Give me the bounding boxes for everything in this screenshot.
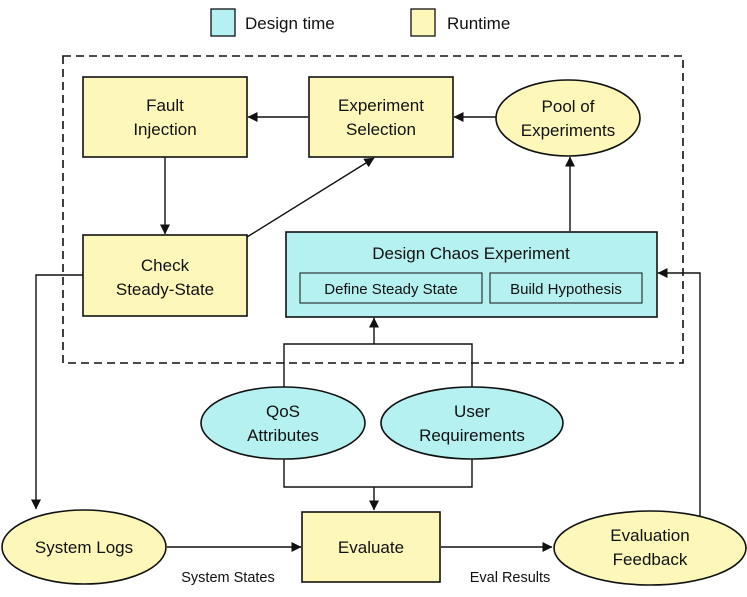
node-check-steady-state: Check Steady-State [82,234,248,317]
edge-label-eval-results: Eval Results [470,570,551,586]
pool-of-experiments-line1: Pool of [542,97,595,116]
edge-qos-user-to-evaluate [283,457,473,488]
define-steady-state-label: Define Steady State [324,281,457,298]
define-steady-state-box [299,272,483,304]
legend: Design time Runtime [210,8,510,37]
edge-label-system-states: System States [181,570,274,586]
edge-check-to-system-logs [31,274,83,510]
legend-design-time-label: Design time [245,14,335,33]
edges [31,112,701,552]
node-qos-attributes: QoS Attributes [200,386,366,460]
experiment-selection-line1: Experiment [338,96,424,115]
system-logs-label: System Logs [35,538,133,557]
legend-runtime-label: Runtime [447,14,510,33]
legend-runtime-swatch [410,8,436,37]
check-steady-state-line2: Steady-State [116,280,214,299]
node-user-requirements: User Requirements [380,386,564,460]
evaluation-feedback-line2: Feedback [613,550,688,569]
qos-attributes-line1: QoS [266,402,300,421]
edge-qos-user-to-design [283,343,473,391]
node-system-logs: System Logs [1,509,167,585]
edge-check-to-selection [246,157,375,238]
build-hypothesis-label: Build Hypothesis [510,281,622,298]
check-steady-state-line1: Check [141,256,190,275]
experiment-selection-line2: Selection [346,120,416,139]
node-fault-injection: Fault Injection [82,76,248,158]
node-design-chaos-experiment: Design Chaos Experiment Define Steady St… [285,231,658,318]
build-hypothesis-box [489,272,643,304]
node-evaluation-feedback: Evaluation Feedback [553,510,747,586]
node-evaluate: Evaluate [301,511,441,583]
evaluate-label: Evaluate [338,538,404,557]
user-requirements-line2: Requirements [419,426,525,445]
evaluation-feedback-line1: Evaluation [610,526,689,545]
edge-feedback-to-design [657,268,701,519]
pool-of-experiments-line2: Experiments [521,121,615,140]
user-requirements-line1: User [454,402,490,421]
legend-design-time-swatch [210,8,236,37]
runtime-boundary [62,55,684,364]
design-chaos-experiment-title: Design Chaos Experiment [372,244,570,263]
qos-attributes-line2: Attributes [247,426,319,445]
fault-injection-line2: Injection [133,120,196,139]
fault-injection-line1: Fault [146,96,184,115]
node-pool-of-experiments: Pool of Experiments [495,79,641,157]
node-experiment-selection: Experiment Selection [308,76,454,158]
